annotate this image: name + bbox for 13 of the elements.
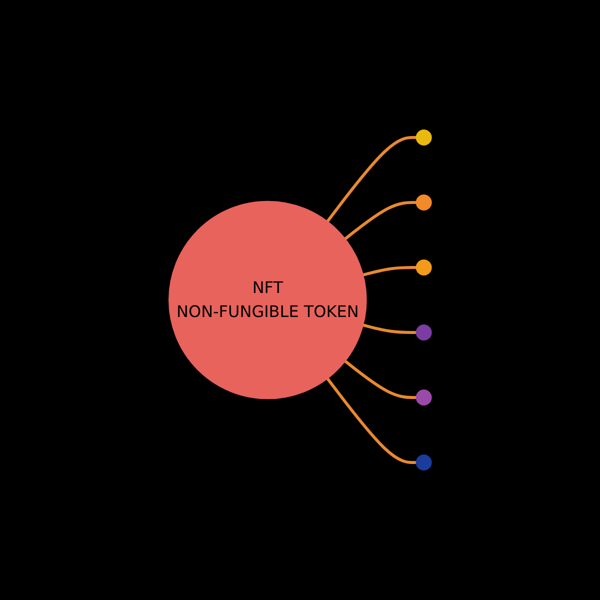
node-circle (416, 390, 432, 406)
connector (362, 266, 416, 276)
connector (344, 201, 416, 240)
node-circle (416, 194, 432, 210)
node-circle (416, 454, 432, 470)
connector (326, 136, 416, 222)
node-circle (416, 324, 432, 340)
node-circle (416, 130, 432, 146)
connector (326, 378, 416, 464)
connector (344, 360, 416, 399)
node-circle (416, 260, 432, 276)
connector (362, 324, 416, 334)
node-circle: NFT NON-FUNGIBLE TOKEN (168, 200, 367, 400)
